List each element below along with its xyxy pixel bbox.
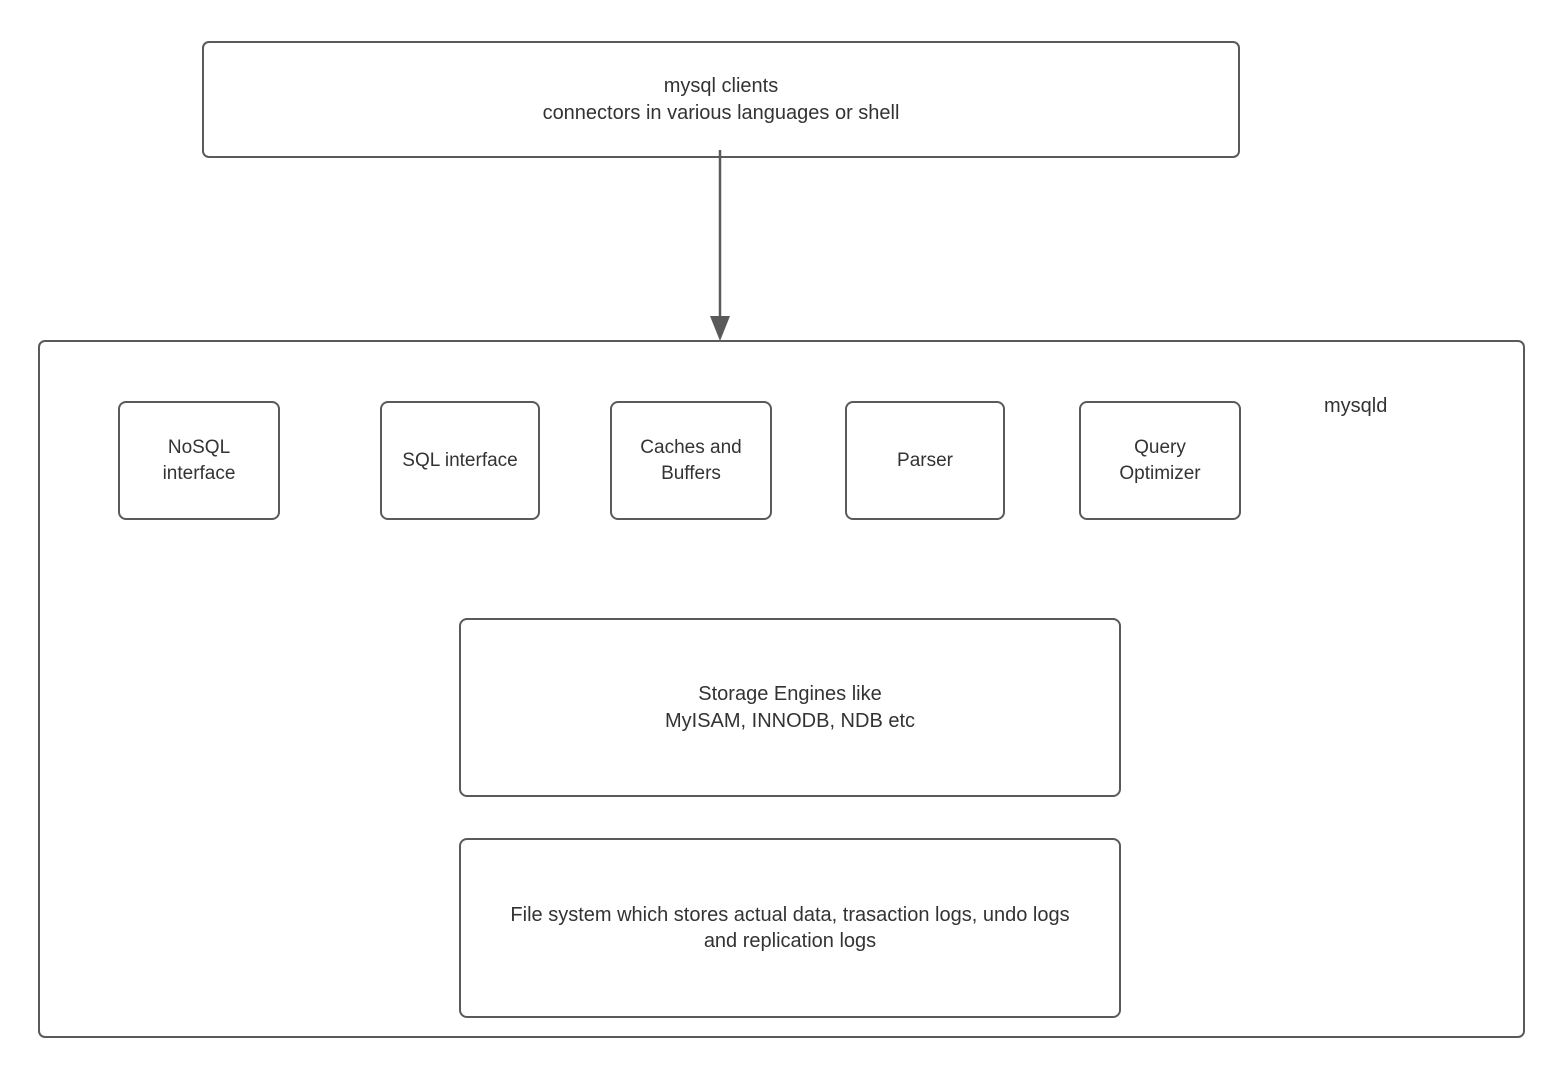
component-box-sql-interface[interactable]: SQL interface <box>380 401 540 520</box>
mysql-clients-box[interactable]: mysql clients connectors in various lang… <box>202 41 1240 158</box>
component-box-nosql-interface[interactable]: NoSQL interface <box>118 401 280 520</box>
component-box-query-optimizer[interactable]: Query Optimizer <box>1079 401 1241 520</box>
mysqld-label: mysqld <box>1324 395 1388 417</box>
arrow-head <box>710 316 730 341</box>
storage-engines-box[interactable]: Storage Engines like MyISAM, INNODB, NDB… <box>459 618 1121 797</box>
component-box-caches-buffers[interactable]: Caches and Buffers <box>610 401 772 520</box>
clients-to-mysqld-arrow-icon <box>710 150 730 341</box>
component-box-parser[interactable]: Parser <box>845 401 1005 520</box>
file-system-box[interactable]: File system which stores actual data, tr… <box>459 838 1121 1018</box>
